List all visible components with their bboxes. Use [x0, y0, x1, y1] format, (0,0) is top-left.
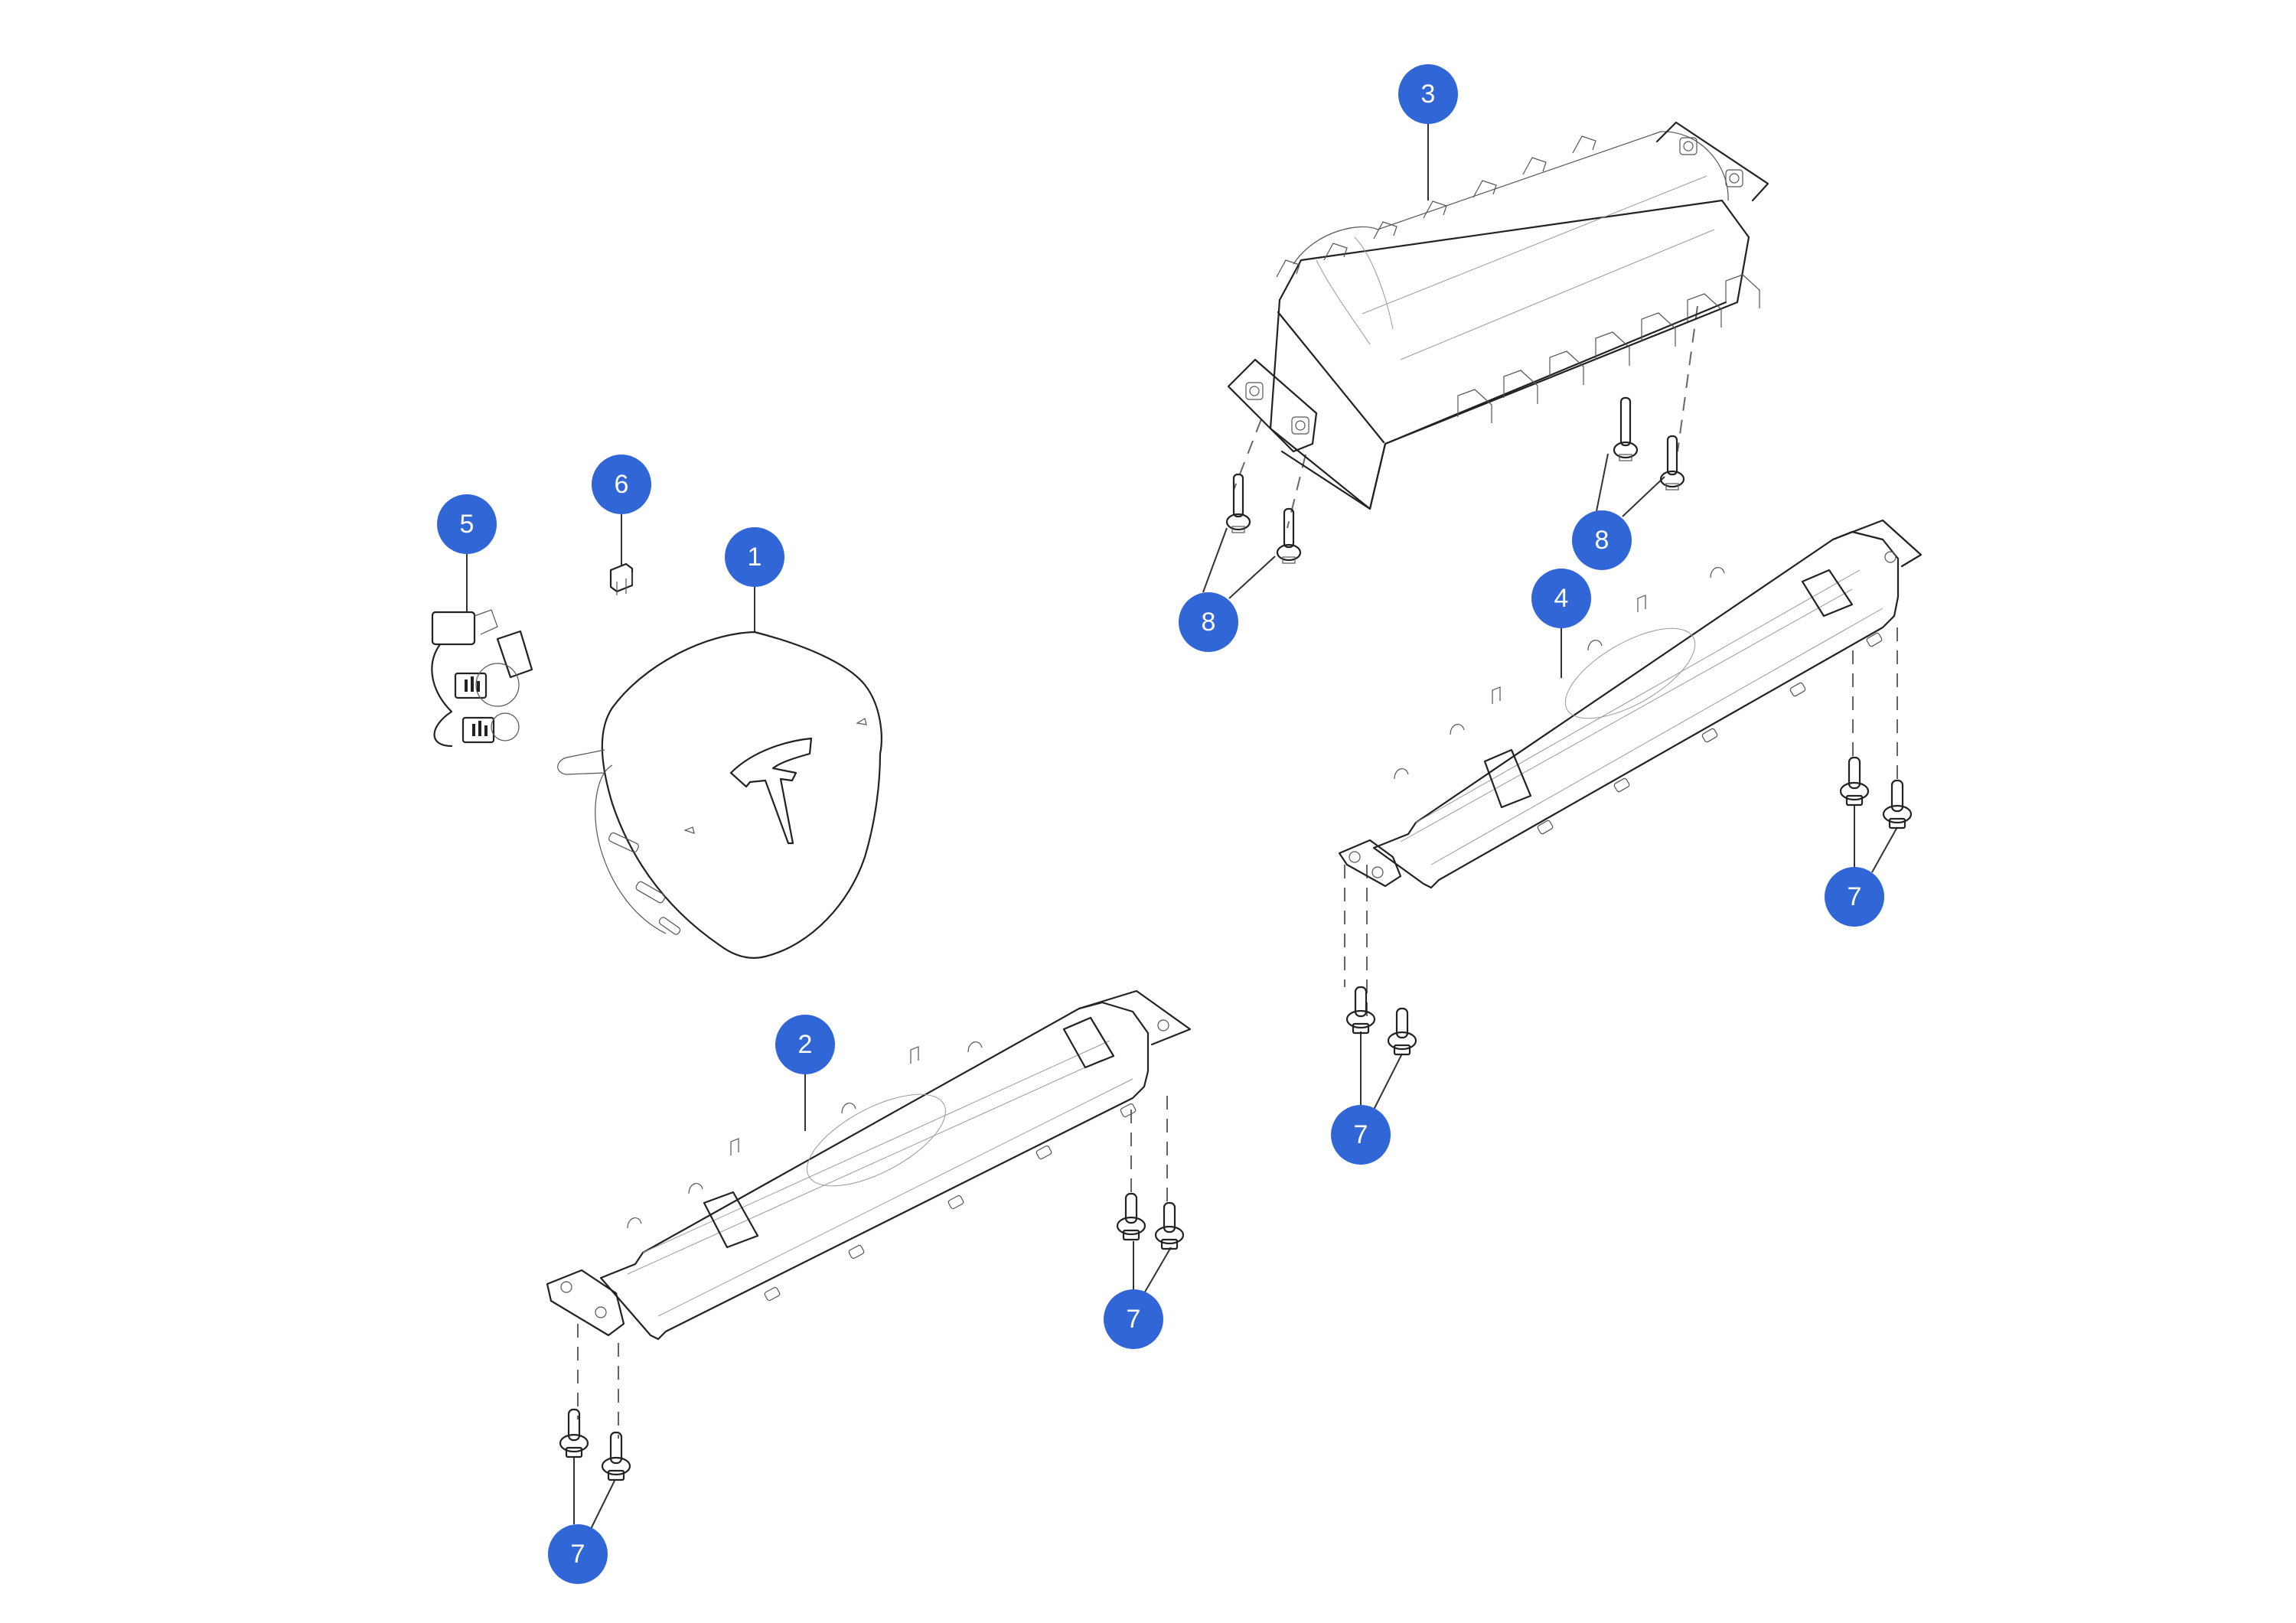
callout-2[interactable]: 2 [775, 1015, 835, 1074]
callout-3[interactable]: 3 [1398, 64, 1458, 124]
connector-clip[interactable] [609, 562, 634, 595]
bolt-group-7-bottom-left[interactable] [559, 1408, 631, 1481]
bolt-group-8-right[interactable] [1613, 396, 1685, 490]
callout-7-lower-right[interactable]: 7 [1104, 1289, 1163, 1349]
harness-connector-assembly[interactable] [431, 609, 533, 748]
callout-7-mid[interactable]: 7 [1331, 1105, 1391, 1165]
bolt-group-7-upper-right[interactable] [1839, 756, 1913, 829]
bolt-group-8-left[interactable] [1225, 473, 1302, 564]
alignment-lines [577, 305, 1898, 1439]
callout-6[interactable]: 6 [592, 455, 651, 514]
knee-airbag-lower[interactable] [546, 989, 1192, 1341]
leader-lines [466, 124, 1898, 1530]
callout-8-right[interactable]: 8 [1572, 510, 1632, 570]
callout-1[interactable]: 1 [725, 527, 784, 587]
callout-7-upper-right[interactable]: 7 [1825, 867, 1884, 927]
steering-wheel-airbag[interactable] [557, 631, 882, 959]
callout-5[interactable]: 5 [437, 494, 497, 554]
passenger-airbag-module[interactable] [1227, 121, 1769, 510]
knee-airbag-upper[interactable] [1338, 519, 1923, 889]
callout-7-bottom-left[interactable]: 7 [548, 1524, 608, 1584]
bolt-group-7-mid[interactable] [1345, 986, 1417, 1056]
callout-8-left[interactable]: 8 [1179, 592, 1238, 652]
bolt-group-7-lower-right[interactable] [1116, 1192, 1185, 1250]
callout-4[interactable]: 4 [1531, 569, 1591, 628]
